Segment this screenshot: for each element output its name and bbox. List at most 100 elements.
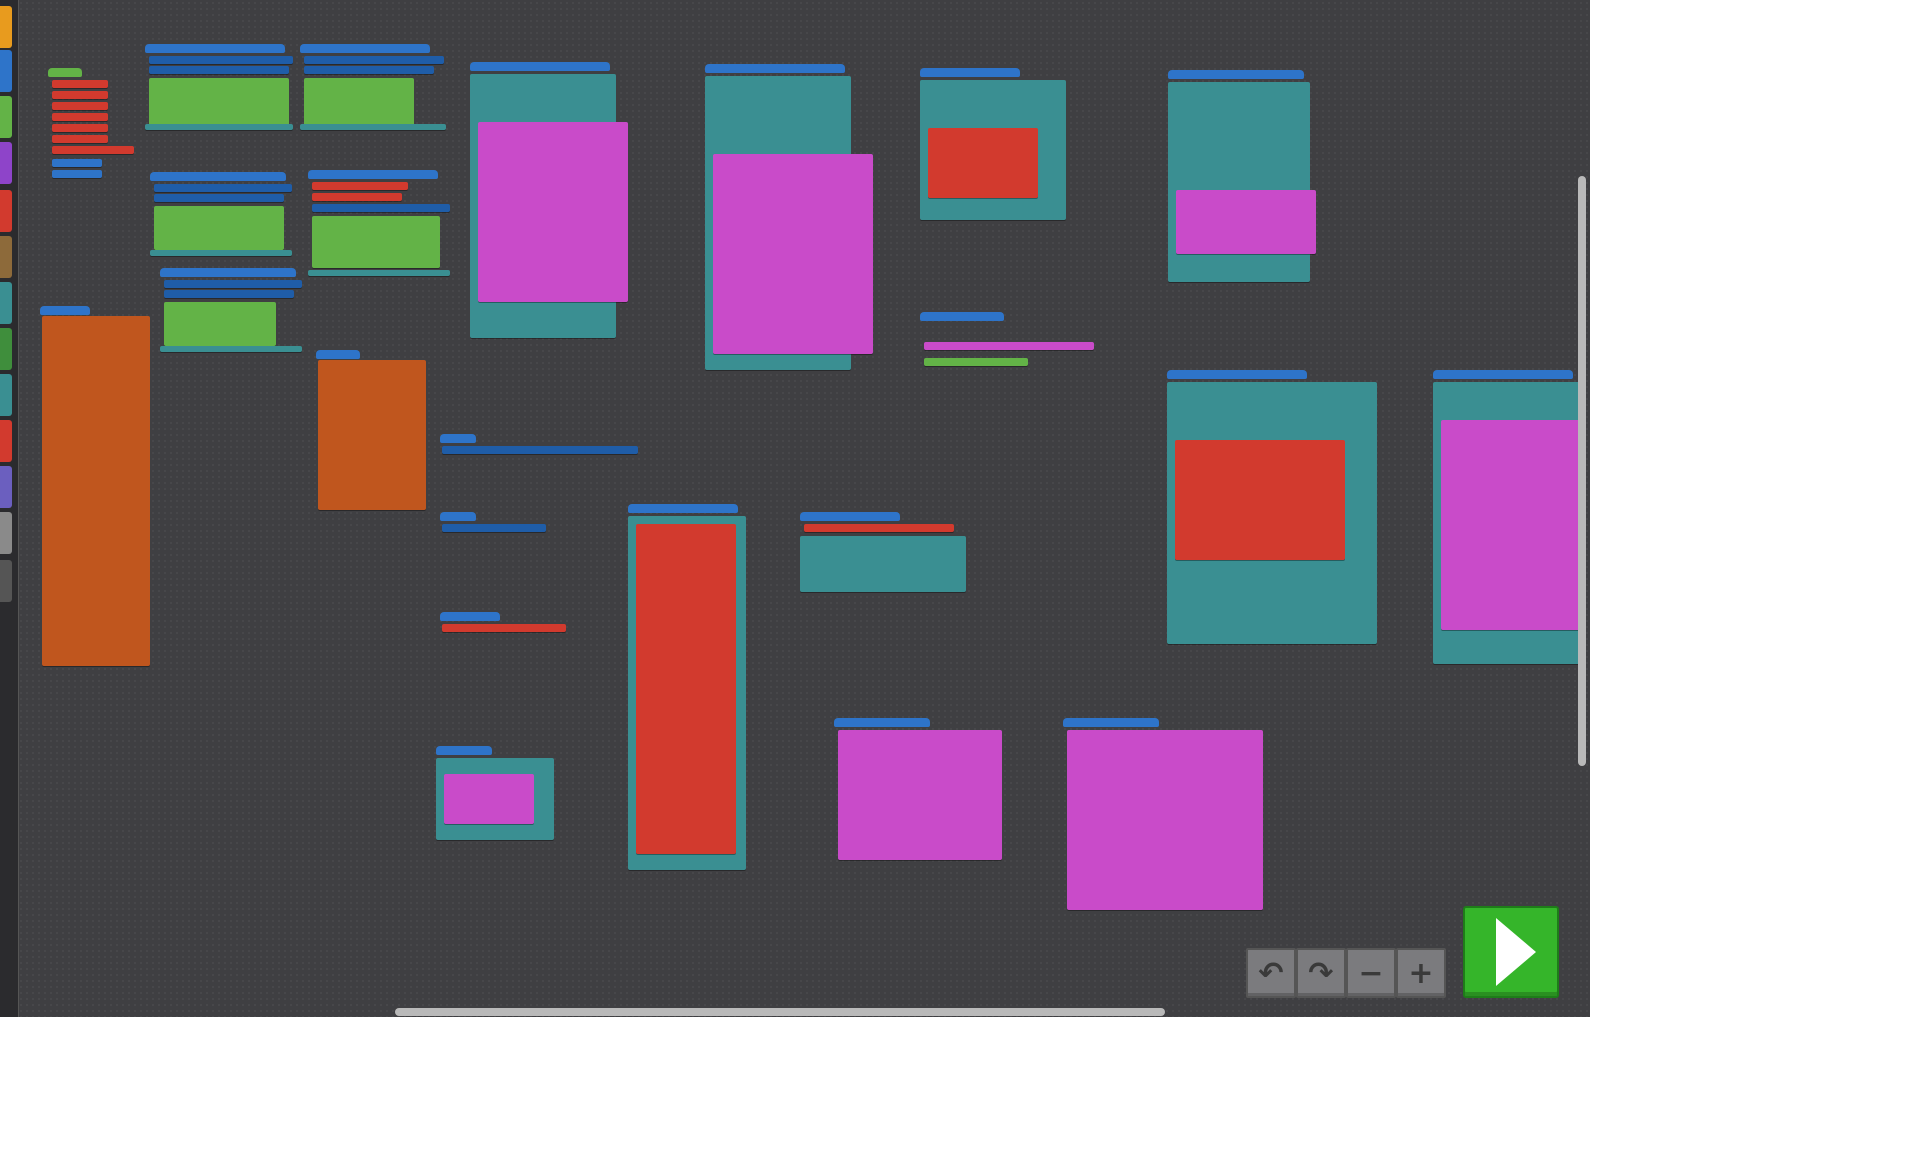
block-stack[interactable]: [436, 746, 556, 844]
block[interactable]: [1441, 420, 1581, 630]
block[interactable]: [1175, 440, 1345, 560]
redo-button[interactable]: ↷: [1296, 948, 1346, 998]
category-sensing[interactable]: [0, 282, 12, 324]
category-lists[interactable]: [0, 420, 12, 462]
block-stack[interactable]: [1433, 370, 1583, 670]
block[interactable]: [804, 524, 954, 532]
block-stack[interactable]: [440, 612, 570, 634]
block-stack[interactable]: [705, 64, 875, 376]
block[interactable]: [636, 524, 736, 854]
block[interactable]: [444, 774, 534, 824]
category-math[interactable]: [0, 328, 12, 370]
zoom-in-button[interactable]: +: [1396, 948, 1446, 998]
category-variables[interactable]: [0, 190, 12, 232]
block[interactable]: [312, 204, 450, 212]
block[interactable]: [42, 316, 150, 666]
block-workspace[interactable]: ↶ ↷ − +: [0, 0, 1590, 1017]
category-control[interactable]: [0, 50, 12, 92]
block-hat[interactable]: [48, 68, 82, 77]
block[interactable]: [52, 91, 108, 99]
block-stack[interactable]: [150, 172, 292, 256]
block-stack[interactable]: [160, 268, 302, 352]
block[interactable]: [478, 122, 628, 302]
block[interactable]: [838, 730, 1002, 860]
block-stack[interactable]: [308, 170, 450, 282]
block-hat[interactable]: [150, 172, 286, 181]
block-hat[interactable]: [308, 170, 438, 179]
category-events[interactable]: [0, 6, 12, 48]
block[interactable]: [442, 446, 638, 454]
block[interactable]: [154, 184, 292, 192]
block[interactable]: [304, 56, 444, 64]
block-hat[interactable]: [316, 350, 360, 359]
block-stack[interactable]: [316, 350, 428, 510]
block[interactable]: [149, 66, 289, 74]
block-stack[interactable]: [800, 512, 968, 596]
category-misc[interactable]: [0, 512, 12, 554]
block-hat[interactable]: [628, 504, 738, 513]
block-hat[interactable]: [440, 512, 476, 521]
block[interactable]: [149, 78, 289, 128]
block-stack[interactable]: [40, 306, 152, 666]
block[interactable]: [164, 302, 276, 346]
block-stack[interactable]: [834, 718, 1004, 864]
block-stack[interactable]: [440, 434, 640, 456]
category-text[interactable]: [0, 374, 12, 416]
block[interactable]: [304, 66, 434, 74]
block-hat[interactable]: [1167, 370, 1307, 379]
block[interactable]: [52, 135, 108, 143]
block[interactable]: [928, 128, 1038, 198]
block[interactable]: [164, 290, 294, 298]
block-stack[interactable]: [920, 68, 1066, 228]
block-stack[interactable]: [145, 44, 293, 130]
category-loops[interactable]: [0, 142, 12, 184]
block-hat[interactable]: [436, 746, 492, 755]
block-stack[interactable]: [48, 68, 134, 178]
block[interactable]: [800, 536, 966, 592]
vertical-scrollbar[interactable]: [1578, 176, 1586, 766]
block[interactable]: [442, 524, 546, 532]
run-button[interactable]: [1463, 906, 1559, 998]
block-hat[interactable]: [705, 64, 845, 73]
block[interactable]: [149, 56, 293, 64]
block[interactable]: [1067, 730, 1263, 910]
block[interactable]: [52, 102, 108, 110]
block[interactable]: [160, 346, 302, 352]
block-hat[interactable]: [145, 44, 285, 53]
block[interactable]: [52, 113, 108, 121]
undo-button[interactable]: ↶: [1246, 948, 1296, 998]
block-hat[interactable]: [470, 62, 610, 71]
block-hat[interactable]: [920, 68, 1020, 77]
block[interactable]: [52, 124, 108, 132]
block-hat[interactable]: [440, 612, 500, 621]
block[interactable]: [145, 124, 293, 130]
block[interactable]: [154, 194, 284, 202]
block[interactable]: [713, 154, 873, 354]
block-hat[interactable]: [800, 512, 900, 521]
block[interactable]: [442, 624, 566, 632]
block-hat[interactable]: [1433, 370, 1573, 379]
horizontal-scrollbar[interactable]: [395, 1008, 1165, 1016]
block[interactable]: [52, 80, 108, 88]
block[interactable]: [312, 193, 402, 201]
block-stack[interactable]: [1168, 70, 1318, 288]
block-hat[interactable]: [920, 312, 1004, 321]
block-stack[interactable]: [470, 62, 640, 347]
block[interactable]: [312, 216, 440, 268]
block[interactable]: [308, 270, 450, 276]
zoom-out-button[interactable]: −: [1346, 948, 1396, 998]
block[interactable]: [924, 358, 1028, 366]
block-hat[interactable]: [440, 434, 476, 443]
category-extra[interactable]: [0, 560, 12, 602]
block-stack[interactable]: [440, 512, 550, 534]
block-hat[interactable]: [40, 306, 90, 315]
block[interactable]: [924, 342, 1094, 350]
block-hat[interactable]: [300, 44, 430, 53]
block-stack[interactable]: [1063, 718, 1263, 914]
block[interactable]: [154, 206, 284, 250]
block[interactable]: [150, 250, 292, 256]
block[interactable]: [1176, 190, 1316, 254]
block-hat[interactable]: [1168, 70, 1304, 79]
category-functions[interactable]: [0, 466, 12, 508]
block[interactable]: [52, 159, 102, 167]
